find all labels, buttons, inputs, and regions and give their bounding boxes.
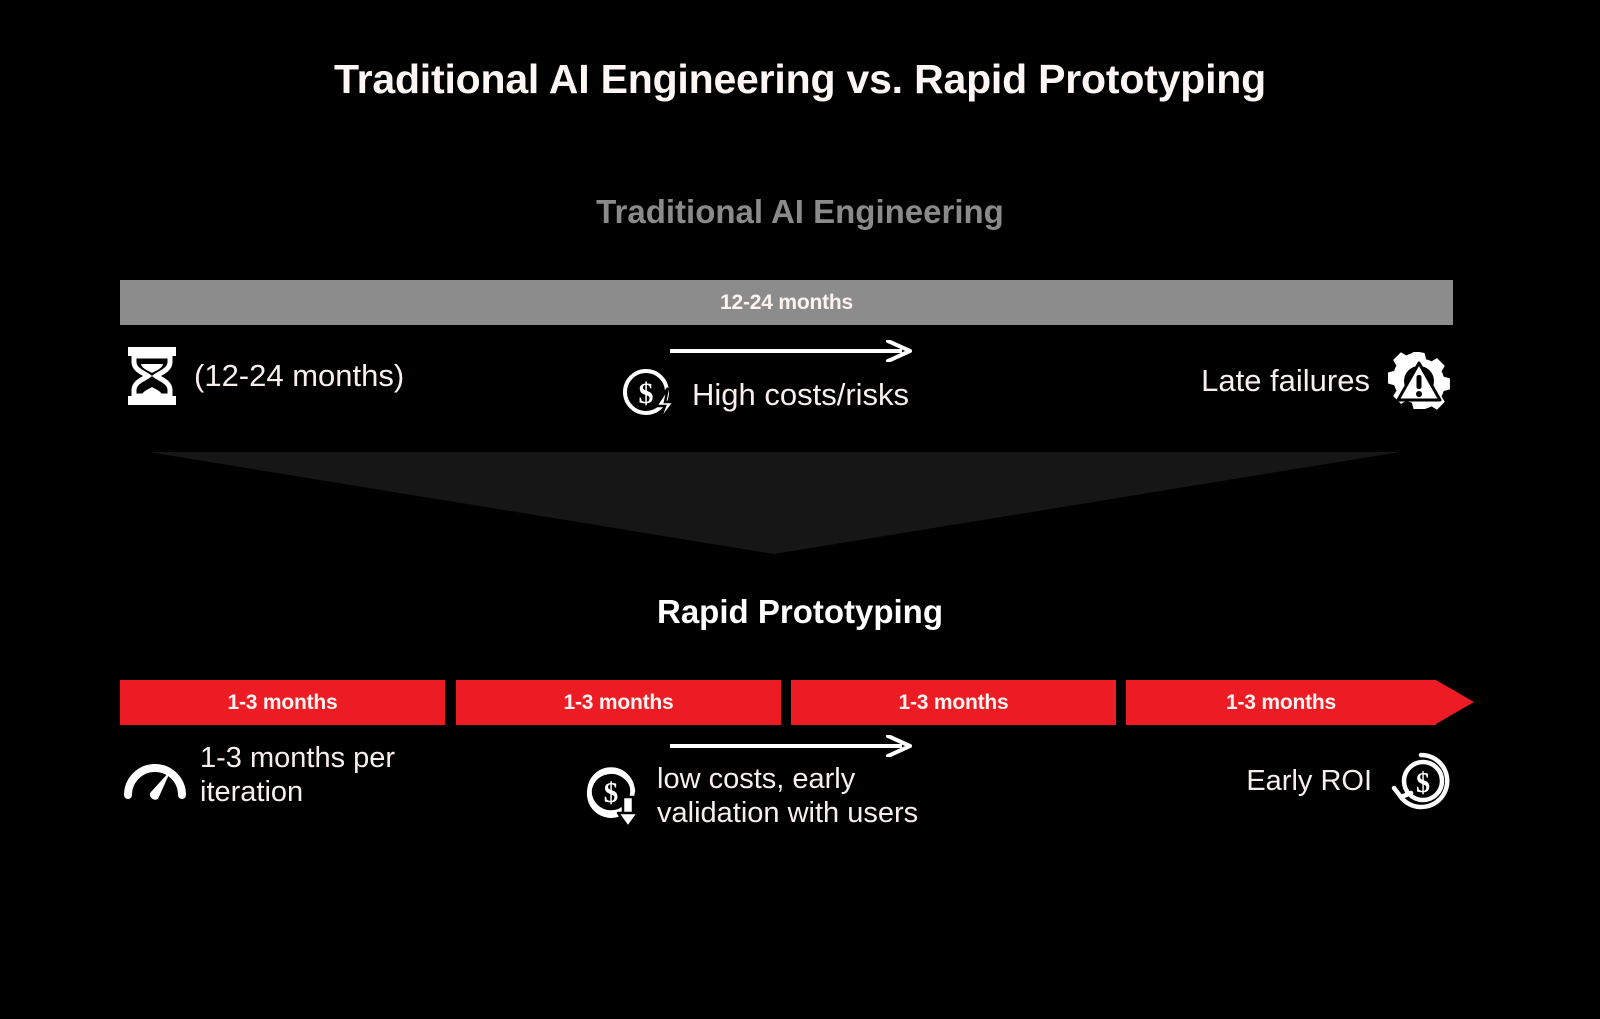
rapid-timeline-arrowhead: [1436, 680, 1474, 724]
rapid-segment-label: 1-3 months: [563, 690, 674, 714]
page-title: Traditional AI Engineering vs. Rapid Pro…: [334, 56, 1266, 102]
rapid-segment: 1-3 months: [456, 680, 781, 725]
traditional-section-heading: Traditional AI Engineering: [596, 193, 1004, 230]
rapid-middle-annotation: $ low costs, early validation with users: [585, 734, 1045, 831]
rapid-left-annotation: 1-3 months per iteration: [122, 742, 500, 810]
dollar-lightning-icon: $: [623, 369, 677, 423]
rapid-right-label: Early ROI: [1246, 764, 1372, 797]
rapid-middle-label: low costs, early validation with users: [657, 763, 918, 831]
traditional-right-label: Late failures: [1201, 363, 1370, 398]
dollar-refresh-icon: $: [1391, 752, 1450, 810]
rapid-middle-label-line2: validation with users: [657, 796, 919, 829]
traditional-middle-annotation: $ High costs/risks: [620, 339, 1040, 424]
traditional-right-annotation: Late failures: [1201, 348, 1452, 414]
traditional-left-label: (12-24 months): [194, 358, 405, 393]
gear-warning-icon: [1388, 352, 1450, 410]
rapid-section-heading: Rapid Prototyping: [657, 593, 943, 630]
rapid-timeline-track: 1-3 months 1-3 months 1-3 months 1-3 mon…: [120, 680, 1480, 725]
rapid-segment-label: 1-3 months: [227, 690, 338, 714]
svg-text:$: $: [639, 377, 654, 410]
rapid-segment: 1-3 months: [791, 680, 1116, 725]
rapid-middle-label-line1: low costs, early: [657, 763, 856, 795]
traditional-arrow-wrap: [670, 339, 915, 363]
hourglass-icon: [128, 347, 176, 405]
rapid-segment-label: 1-3 months: [898, 690, 1009, 714]
rapid-left-label: 1-3 months per iteration: [200, 742, 396, 808]
arrow-right-icon: [670, 339, 912, 363]
rapid-segment-label: 1-3 months: [1225, 690, 1336, 714]
rapid-arrow-wrap: [670, 734, 915, 758]
dollar-down-icon: $: [586, 767, 640, 829]
svg-text:$: $: [1416, 768, 1430, 799]
funnel-down-icon: [148, 452, 1400, 554]
rapid-segment: 1-3 months: [1126, 680, 1436, 725]
svg-text:$: $: [604, 777, 619, 809]
traditional-bar-label: 12-24 months: [720, 290, 853, 314]
rapid-segment: 1-3 months: [120, 680, 445, 725]
traditional-left-annotation: (12-24 months): [124, 345, 404, 407]
rapid-right-annotation: Early ROI $: [1246, 750, 1452, 812]
funnel-connector: [148, 452, 1400, 554]
traditional-middle-label: High costs/risks: [692, 377, 910, 412]
speedometer-icon: [124, 763, 186, 800]
traditional-timeline-bar: 12-24 months: [120, 280, 1453, 325]
arrow-right-icon: [670, 734, 912, 758]
